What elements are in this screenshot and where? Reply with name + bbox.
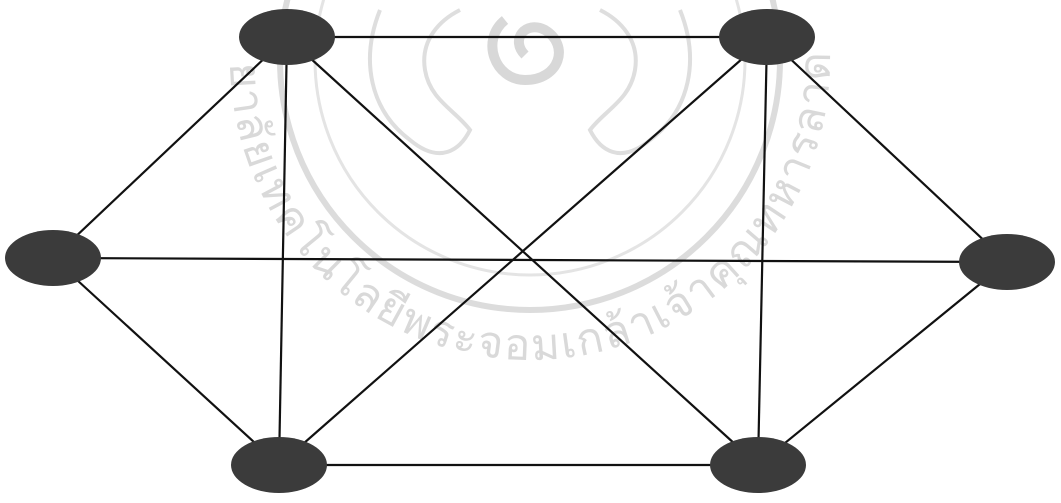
edge-n4-n6 — [758, 262, 1007, 465]
node-n3 — [5, 230, 101, 286]
node-n1 — [239, 9, 335, 65]
seal-emblem-center-glyph — [492, 20, 559, 80]
seal-arc-textpath: มหาวิทยาลัยเทคโนโลยีพระจอมเกล้าเจ้าคุณทห… — [0, 0, 841, 371]
seal-inner-ring — [315, 0, 745, 275]
node-n5 — [231, 437, 327, 493]
seal-emblem-left-dragon — [370, 10, 470, 153]
university-seal-watermark: มหาวิทยาลัยเทคโนโลยีพระจอมเกล้าเจ้าคุณทห… — [0, 0, 841, 371]
node-n2 — [719, 9, 815, 65]
edge-n3-n5 — [53, 258, 279, 465]
seal-arc-text: มหาวิทยาลัยเทคโนโลยีพระจอมเกล้าเจ้าคุณทห… — [0, 0, 841, 371]
seal-emblem-right-dragon — [590, 10, 690, 153]
node-n4 — [959, 234, 1055, 290]
node-n6 — [710, 437, 806, 493]
edges-layer — [53, 37, 1007, 465]
